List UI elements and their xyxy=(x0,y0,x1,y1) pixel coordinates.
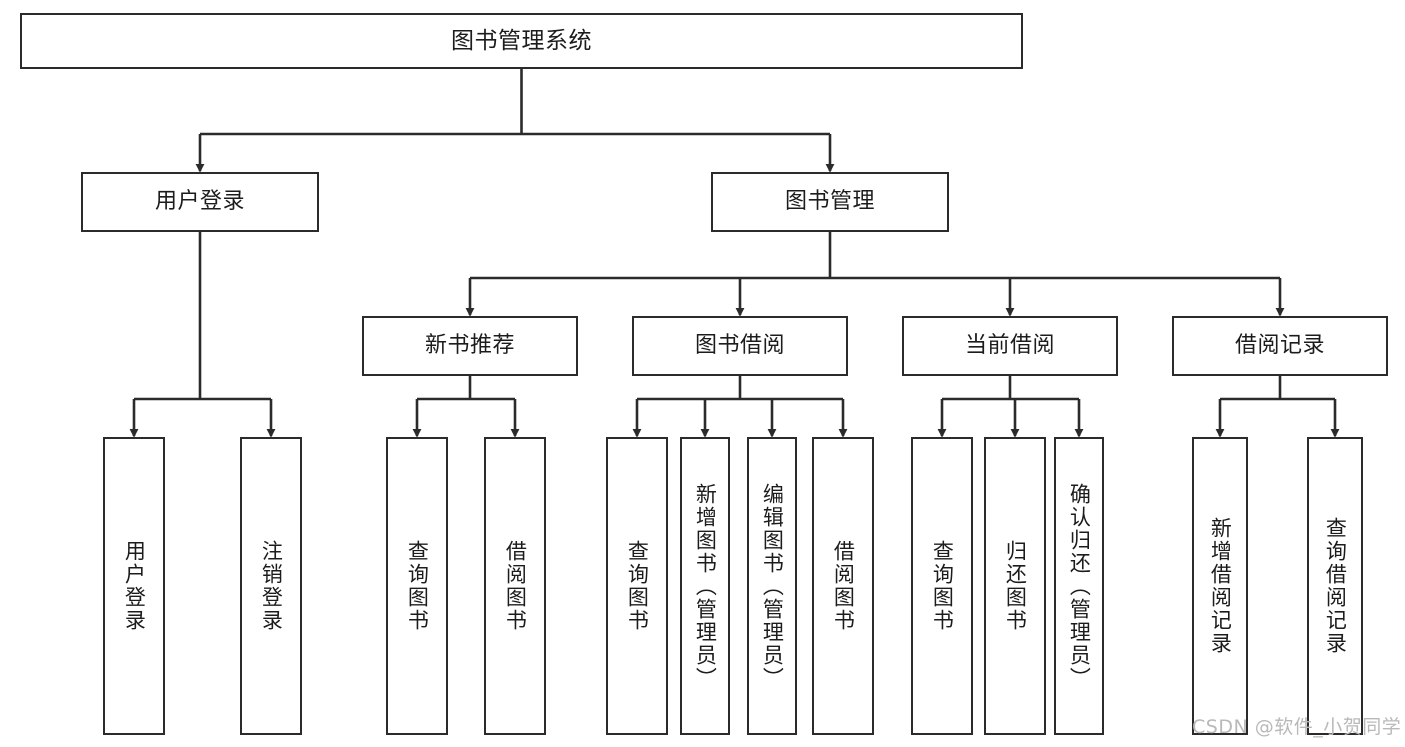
node-leaf_borrow_book_1[interactable]: 借阅图书 xyxy=(484,437,546,735)
node-new_book_rec[interactable]: 新书推荐 xyxy=(362,316,578,376)
node-label: 借阅记录 xyxy=(1234,333,1325,359)
node-leaf_borrow_book_2[interactable]: 借阅图书 xyxy=(812,437,874,735)
node-book_borrow[interactable]: 图书借阅 xyxy=(632,316,848,376)
node-label: 编辑图书（管理员） xyxy=(760,482,785,690)
node-label: 归还图书 xyxy=(1003,540,1028,632)
node-label: 图书管理系统 xyxy=(451,27,592,54)
node-label: 新增图书（管理员） xyxy=(693,482,718,690)
node-leaf_query_borrow_record[interactable]: 查询借阅记录 xyxy=(1307,437,1363,735)
node-user_login[interactable]: 用户登录 xyxy=(81,172,319,232)
node-borrow_record[interactable]: 借阅记录 xyxy=(1172,316,1388,376)
node-label: 确认归还（管理员） xyxy=(1067,482,1092,690)
node-leaf_return_book[interactable]: 归还图书 xyxy=(984,437,1046,735)
node-label: 查询图书 xyxy=(625,540,650,632)
node-label: 图书管理 xyxy=(784,189,875,215)
node-label: 借阅图书 xyxy=(831,540,856,632)
node-leaf_confirm_return_admin[interactable]: 确认归还（管理员） xyxy=(1054,437,1104,735)
node-book_manage[interactable]: 图书管理 xyxy=(711,172,949,232)
node-current_borrow[interactable]: 当前借阅 xyxy=(902,316,1118,376)
node-label: 借阅图书 xyxy=(503,540,528,632)
node-label: 新增借阅记录 xyxy=(1208,517,1233,655)
node-label: 用户登录 xyxy=(154,189,245,215)
node-leaf_add_book_admin[interactable]: 新增图书（管理员） xyxy=(680,437,730,735)
node-label: 查询图书 xyxy=(930,540,955,632)
node-label: 注销登录 xyxy=(259,540,284,632)
node-root[interactable]: 图书管理系统 xyxy=(20,13,1023,69)
node-leaf_query_book_2[interactable]: 查询图书 xyxy=(606,437,668,735)
node-label: 查询图书 xyxy=(405,540,430,632)
node-leaf_query_book_1[interactable]: 查询图书 xyxy=(386,437,448,735)
node-label: 当前借阅 xyxy=(964,333,1055,359)
node-leaf_user_logout[interactable]: 注销登录 xyxy=(240,437,302,735)
node-leaf_user_login[interactable]: 用户登录 xyxy=(103,437,165,735)
node-leaf_add_borrow_record[interactable]: 新增借阅记录 xyxy=(1192,437,1248,735)
node-label: 图书借阅 xyxy=(694,333,785,359)
node-label: 新书推荐 xyxy=(424,333,515,359)
node-leaf_query_book_3[interactable]: 查询图书 xyxy=(911,437,973,735)
node-label: 查询借阅记录 xyxy=(1323,517,1348,655)
node-leaf_edit_book_admin[interactable]: 编辑图书（管理员） xyxy=(747,437,797,735)
node-label: 用户登录 xyxy=(122,540,147,632)
